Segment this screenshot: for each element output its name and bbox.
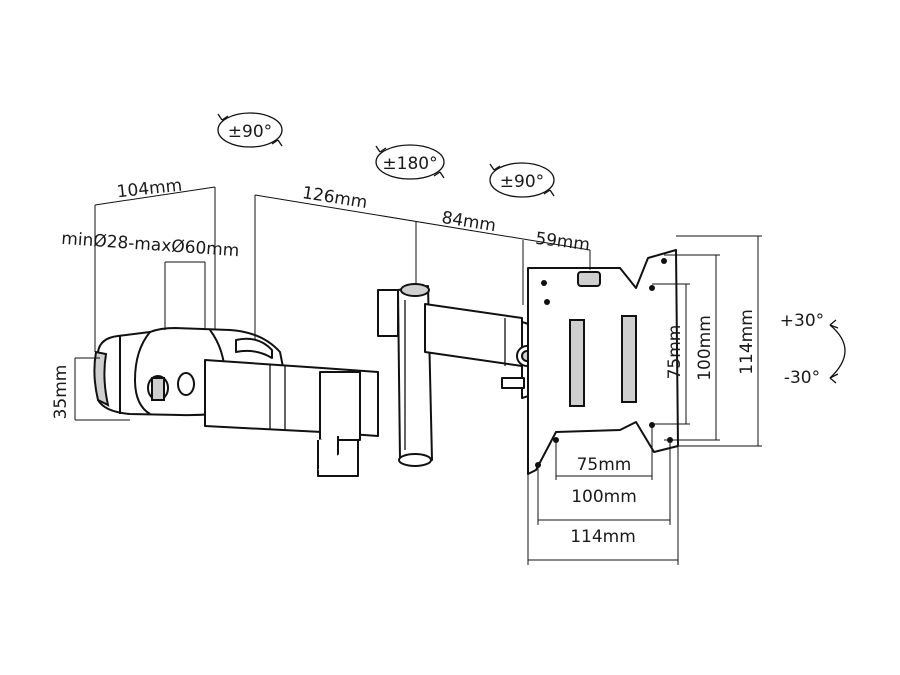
swivel-left-badge: ±90° xyxy=(217,112,283,148)
swivel-left-label: ±90° xyxy=(228,122,272,142)
first-arm xyxy=(204,359,379,477)
clamp-range-label: minØ28-maxØ60mm xyxy=(61,229,240,261)
dimension-lines xyxy=(74,186,762,565)
second-arm xyxy=(424,303,523,367)
middle-pivot xyxy=(377,283,433,467)
plate-height-label: 114mm xyxy=(737,309,757,375)
rotation-badges: ±90° ±180° ±90° +30° -30° xyxy=(217,112,846,388)
arm-short-label: 59mm xyxy=(534,229,591,256)
clamp-height-label: 35mm xyxy=(51,365,71,420)
vesa-100-width-label: 100mm xyxy=(571,487,637,507)
clamp-depth-label: 104mm xyxy=(116,176,183,203)
vesa-75-width-label: 75mm xyxy=(577,455,632,475)
tilt-up-label: +30° xyxy=(780,311,824,331)
plate-width-label: 114mm xyxy=(570,527,636,547)
arm-mid-label: 84mm xyxy=(440,208,497,236)
vesa-plate xyxy=(527,249,679,475)
swivel-mid-label: ±180° xyxy=(382,154,437,174)
tilt-down-label: -30° xyxy=(784,368,820,388)
vesa-100-height-label: 100mm xyxy=(695,315,715,381)
swivel-right-badge: ±90° xyxy=(489,162,555,198)
swivel-mid-badge: ±180° xyxy=(375,144,445,180)
vesa-75-height-label: 75mm xyxy=(665,325,685,380)
tilt-indicator: +30° -30° xyxy=(780,311,846,388)
swivel-right-label: ±90° xyxy=(500,172,544,192)
